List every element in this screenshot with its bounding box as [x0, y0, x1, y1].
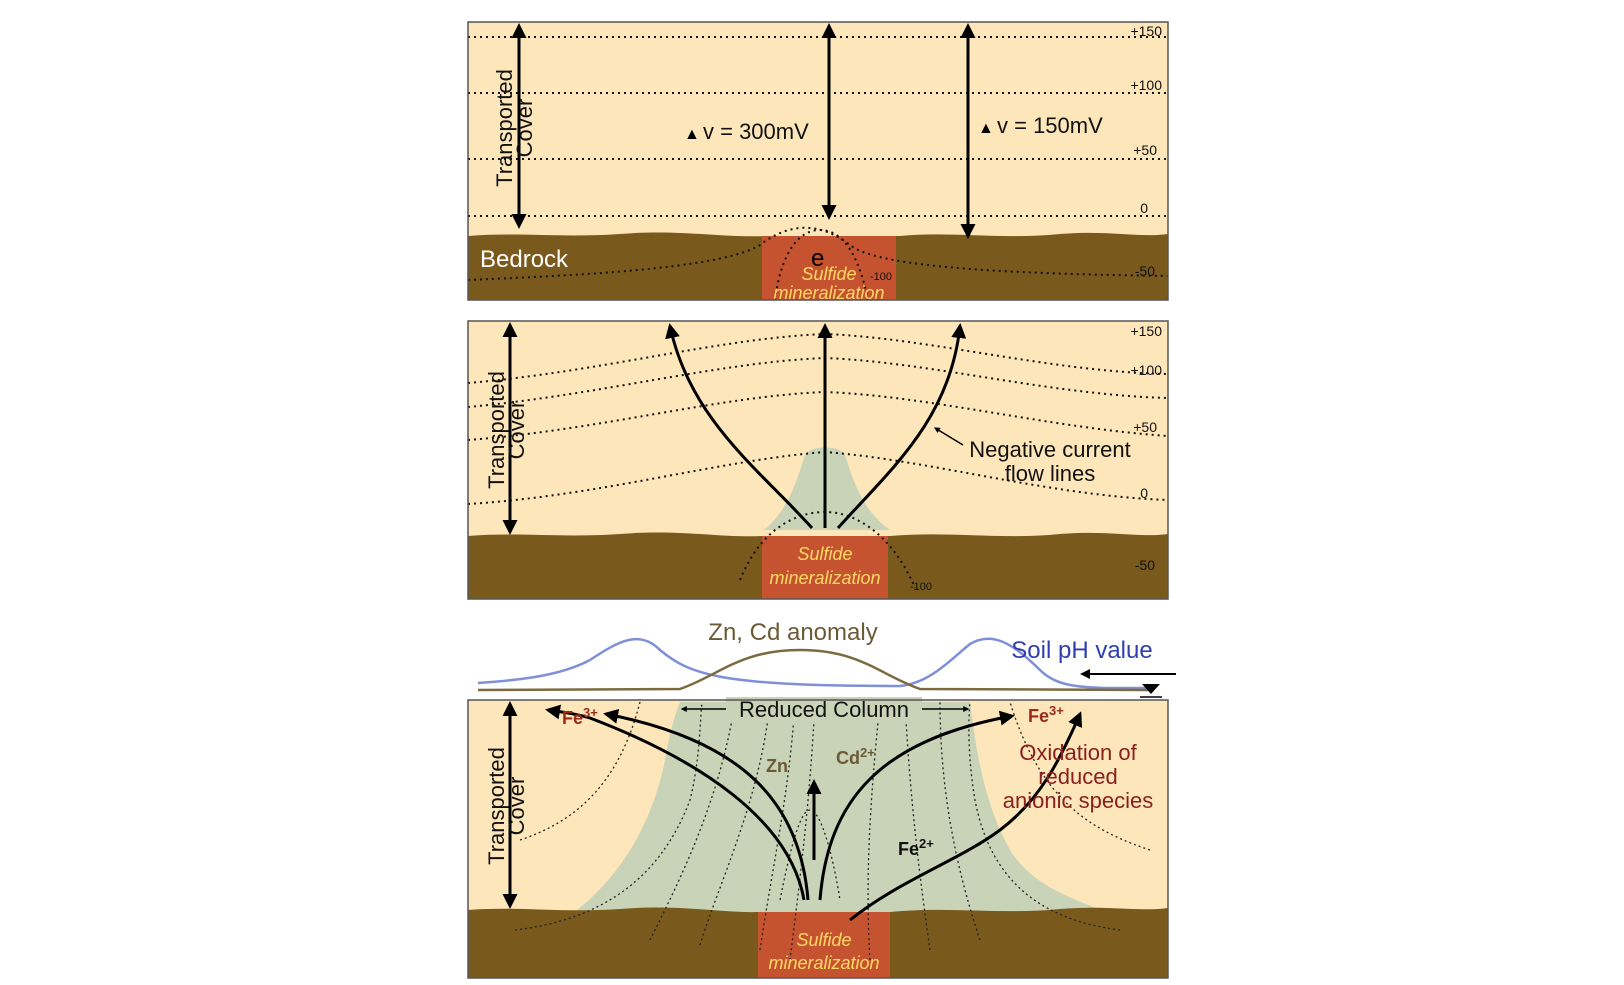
tick-label: -50	[1135, 263, 1155, 279]
oxidation-label: Oxidation of	[1019, 740, 1137, 765]
panel-border	[467, 699, 1169, 979]
zn-cd-anomaly-curve	[477, 648, 1151, 692]
delta-v-center-label: v = 300mV	[703, 119, 809, 144]
sulfide-label: Sulfide	[797, 544, 852, 564]
fe2-label: Fe2+	[898, 836, 934, 859]
delta-v-right-label: v = 150mV	[997, 113, 1103, 138]
flow-lines-label: Negative current	[969, 437, 1130, 462]
oxidation-label-3: anionic species	[1003, 788, 1153, 813]
cd-label: Cd2+	[836, 745, 875, 768]
electron-label: e	[811, 245, 824, 272]
panel-2: Transported Cover Negative current flow …	[467, 320, 1169, 600]
transported-cover-label: Transported	[484, 371, 509, 489]
tick-label: -50	[1135, 557, 1155, 573]
transported-cover-label-2: Cover	[512, 99, 537, 158]
tick-label: +50	[1133, 419, 1157, 435]
fe3-left-label: Fe3+	[562, 705, 598, 728]
sulfide-body	[762, 236, 896, 300]
tick-label: +150	[1130, 23, 1162, 39]
reduced-column	[572, 702, 1110, 914]
flow-lines-label-2: flow lines	[1005, 461, 1095, 486]
tick-label: -100	[870, 271, 892, 283]
panel-border	[467, 320, 1169, 600]
oxidation-label-2: reduced	[1038, 764, 1118, 789]
sulfide-label-2: mineralization	[773, 283, 884, 303]
sulfide-label-2: mineralization	[768, 953, 879, 973]
anomaly-label: Zn, Cd anomaly	[708, 619, 877, 646]
tick-label: +150	[1130, 323, 1162, 339]
transported-cover-label: Transported	[484, 747, 509, 865]
sulfide-body	[758, 912, 890, 978]
tick-label: 0	[1140, 200, 1148, 216]
sulfide-label-2: mineralization	[769, 568, 880, 588]
reduced-column-label: Reduced Column	[739, 697, 909, 722]
sulfide-body	[762, 536, 888, 599]
sulfide-label: Sulfide	[796, 930, 851, 950]
soil-ph-curve	[477, 637, 1151, 690]
delta-icon: ▲	[684, 126, 700, 143]
tick-label: -100	[910, 581, 932, 593]
zn-label: Zn	[766, 756, 788, 776]
delta-icon-right: ▲	[978, 120, 994, 137]
transported-cover-label: Transported	[492, 69, 517, 187]
tick-label: +100	[1130, 77, 1162, 93]
bedrock-label: Bedrock	[480, 246, 569, 273]
panel-1: Transported Cover Bedrock ▲ v = 300mV ▲ …	[467, 21, 1169, 303]
tick-label: +50	[1133, 142, 1157, 158]
tick-label: 0	[1140, 485, 1148, 501]
transported-cover-label-2: Cover	[504, 777, 529, 836]
panel-border	[467, 21, 1169, 301]
sulfide-label: Sulfide	[801, 264, 856, 284]
soil-ph-label: Soil pH value	[1011, 637, 1152, 664]
water-table-icon	[1142, 684, 1160, 694]
transported-cover-label-2: Cover	[504, 401, 529, 460]
panel-3: Zn, Cd anomaly Soil pH value Reduced Col…	[467, 619, 1176, 979]
fe3-right-label: Fe3+	[1028, 703, 1064, 726]
tick-label: +100	[1130, 362, 1162, 378]
